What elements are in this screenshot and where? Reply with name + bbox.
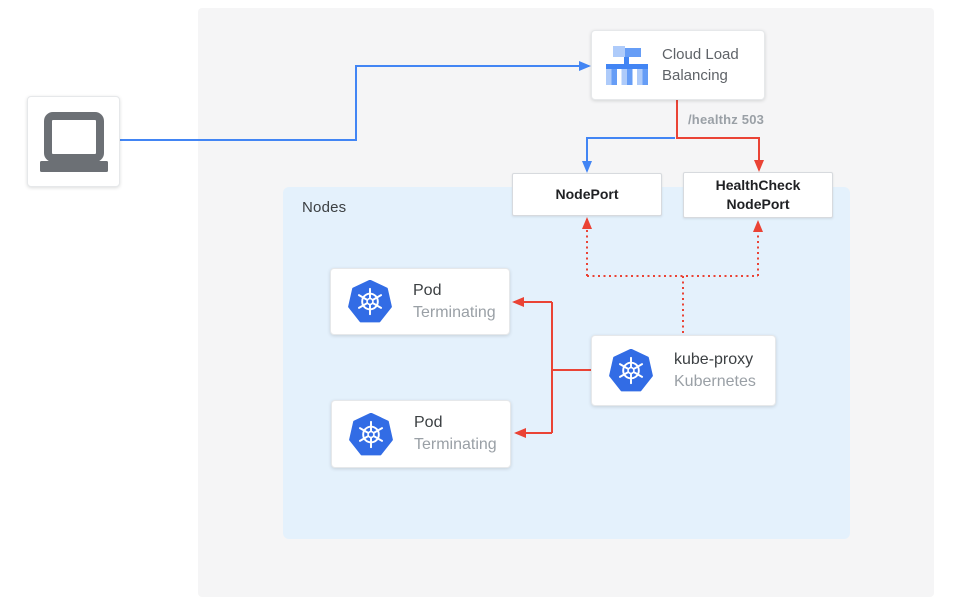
pod-2-title: Pod: [414, 414, 443, 431]
kube-proxy-labels: kube-proxy Kubernetes: [674, 349, 756, 393]
cloud-load-balancing-label: Cloud Load Balancing: [662, 44, 739, 86]
kubernetes-icon: [348, 280, 392, 323]
pod-1-status: Terminating: [413, 303, 496, 321]
pod-1-title: Pod: [413, 281, 442, 299]
laptop-icon: [39, 111, 108, 172]
healthcheck-nodeport-line1: HealthCheck: [715, 177, 801, 193]
pod-2-labels: Pod Terminating: [414, 412, 497, 456]
nodeport-node: NodePort: [512, 173, 662, 216]
cloud-load-balancing-node: Cloud Load Balancing: [591, 30, 765, 100]
nodes-panel-label: Nodes: [302, 199, 347, 216]
client-node: [27, 96, 120, 187]
kube-proxy-subtitle: Kubernetes: [674, 372, 756, 390]
kubernetes-icon: [349, 412, 393, 455]
kube-proxy-title: kube-proxy: [674, 350, 754, 368]
healthcheck-nodeport-node: HealthCheck NodePort: [683, 172, 833, 218]
cloud-load-balancing-icon: [606, 46, 648, 85]
pod-1-labels: Pod Terminating: [413, 280, 496, 324]
healthz-503-label: /healthz 503: [688, 112, 765, 127]
clb-label-line1: Cloud Load: [662, 46, 739, 63]
kubernetes-icon: [609, 349, 653, 392]
kube-proxy-node: kube-proxy Kubernetes: [591, 335, 776, 406]
pod-terminating-2: Pod Terminating: [331, 400, 511, 468]
clb-label-line2: Balancing: [662, 67, 728, 84]
nodeport-label: NodePort: [555, 186, 619, 202]
pod-terminating-1: Pod Terminating: [330, 268, 510, 335]
healthcheck-nodeport-line2: NodePort: [726, 196, 790, 212]
pod-2-status: Terminating: [414, 436, 497, 453]
